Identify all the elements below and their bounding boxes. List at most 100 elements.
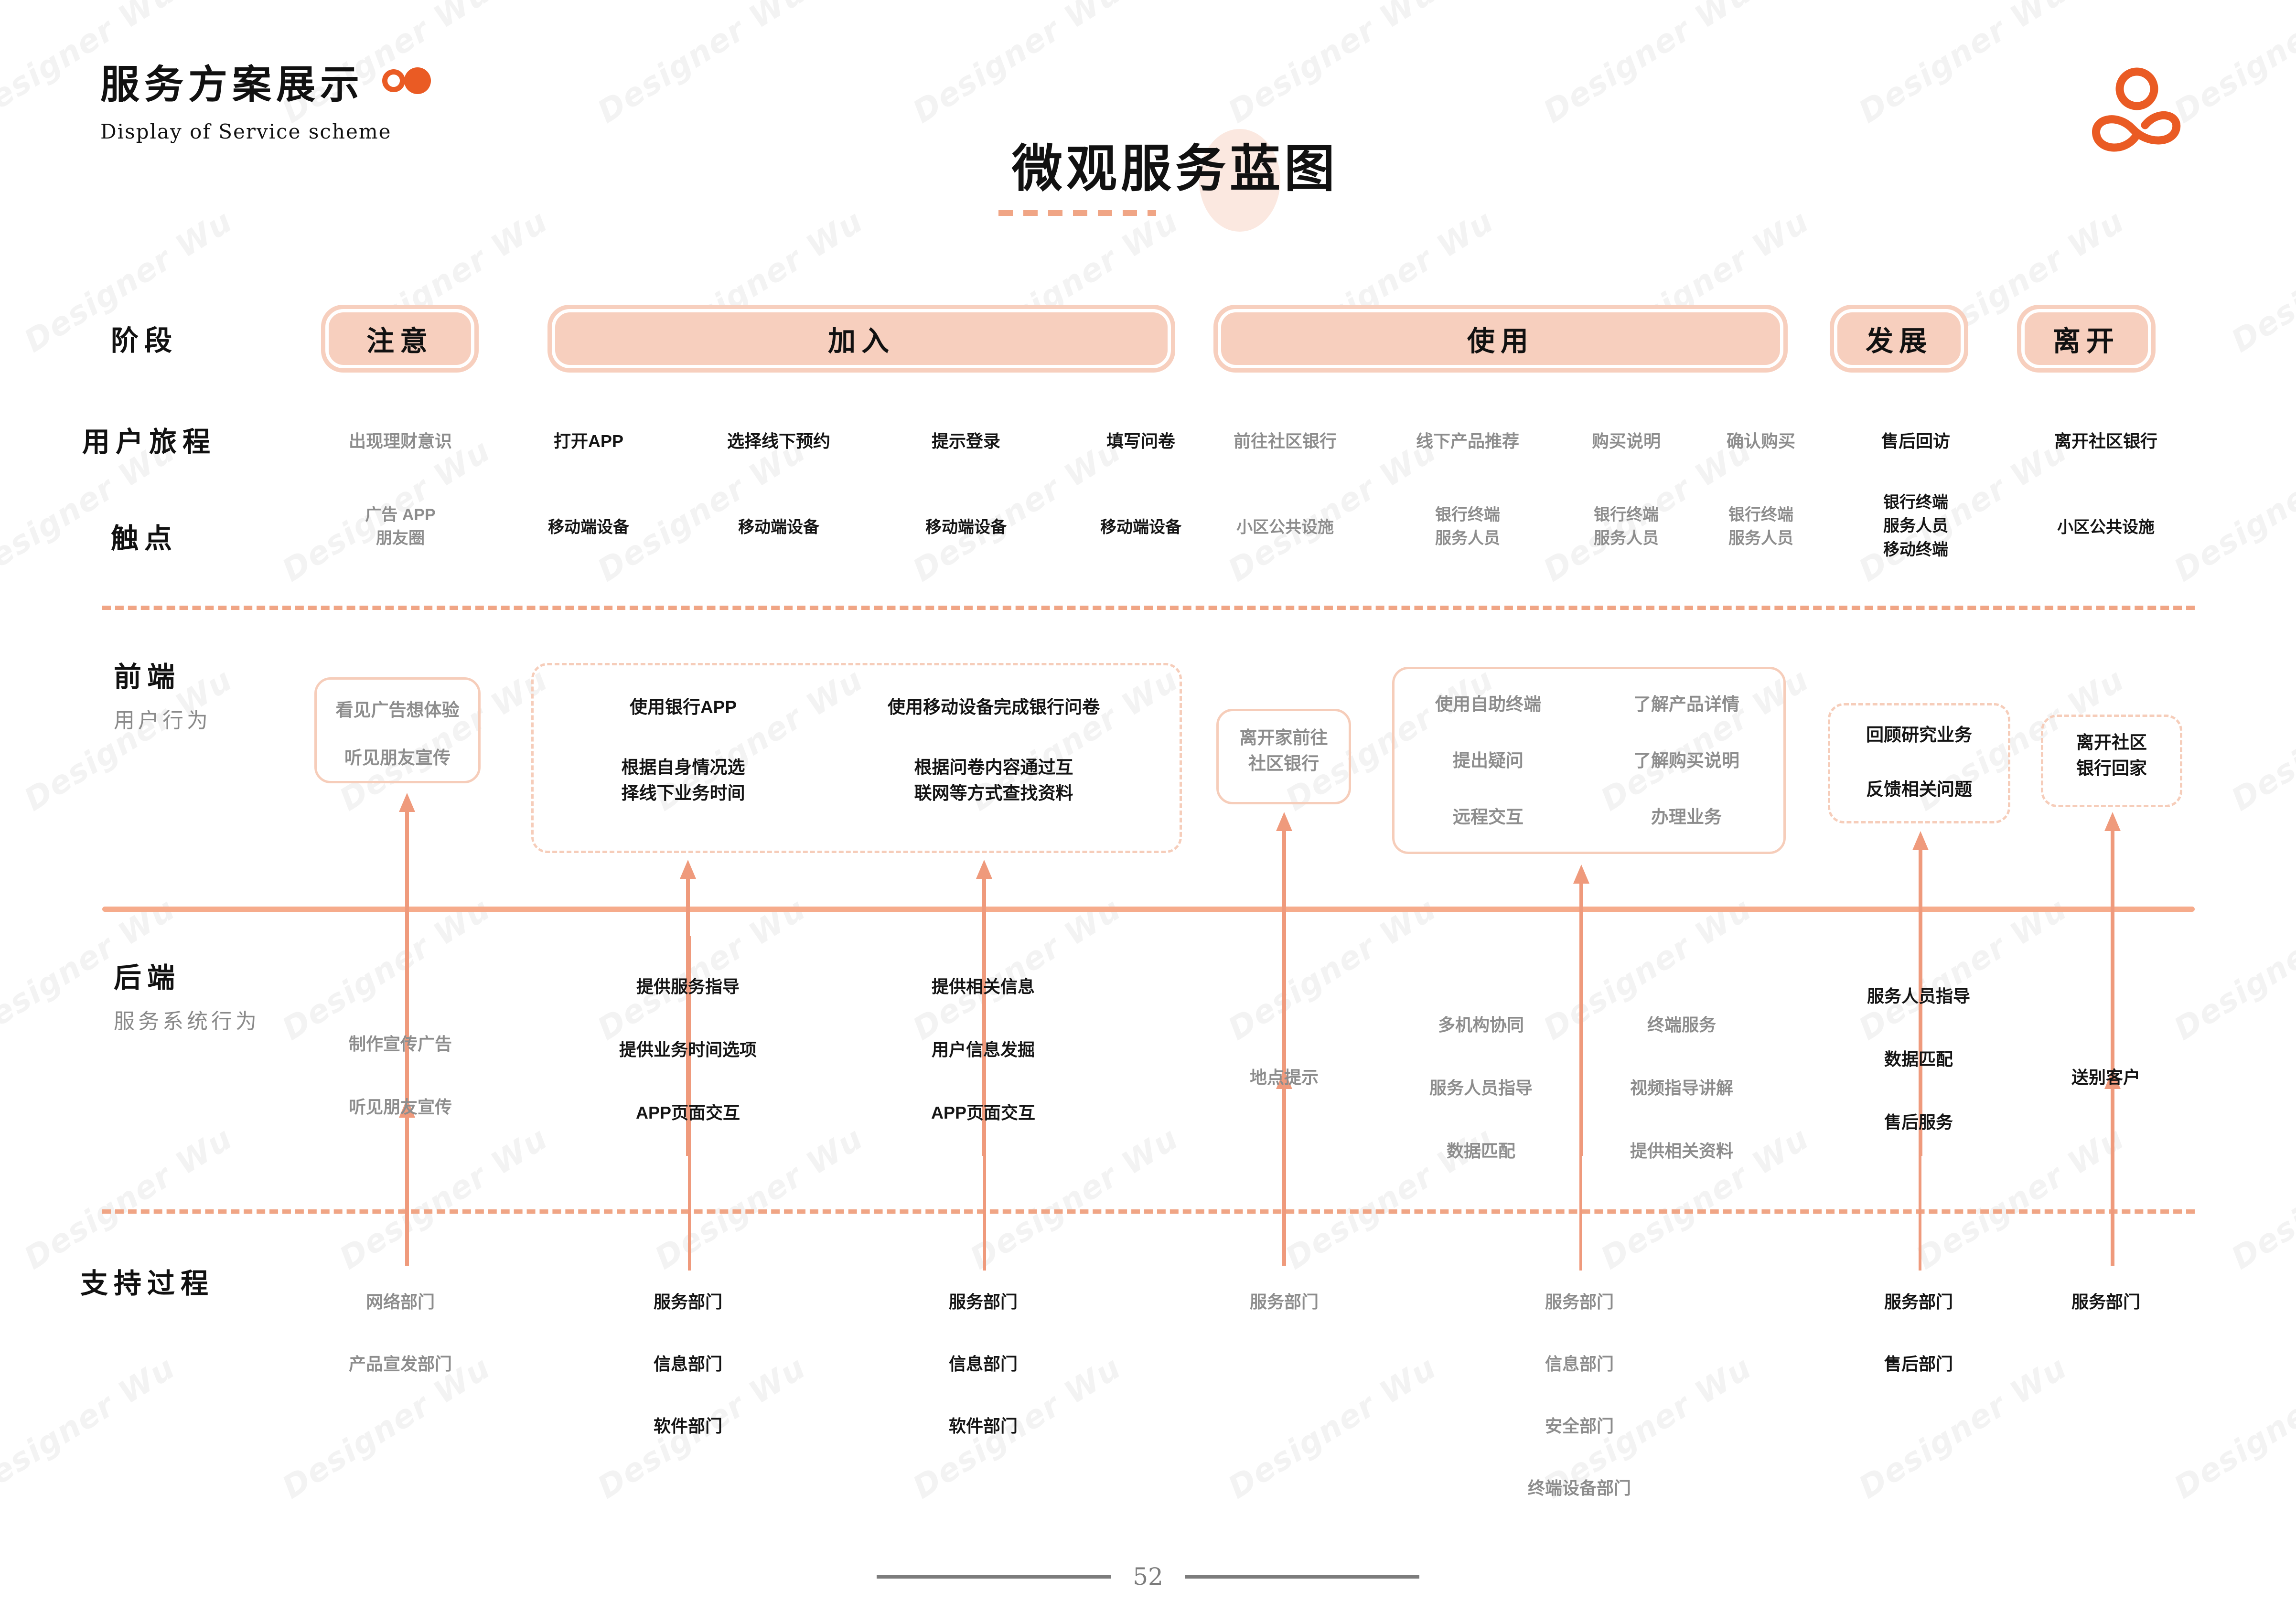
- backend-item-2-0[interactable]: 提供相关信息: [931, 977, 1035, 996]
- backend-item-5-0[interactable]: 终端服务: [1647, 1015, 1716, 1035]
- journey-item-4[interactable]: 填写问卷: [1106, 431, 1175, 451]
- watermark-text: Designer Wu: [2225, 661, 2296, 818]
- line-use: [1579, 941, 1582, 1271]
- journey-item-6[interactable]: 线下产品推荐: [1416, 431, 1519, 451]
- separator-interaction-line: [102, 606, 2195, 610]
- backend-item-4-0[interactable]: 多机构协同: [1438, 1015, 1524, 1035]
- header-block: 服务方案展示 Display of Service scheme: [100, 53, 444, 143]
- header-title-cn: 服务方案展示: [100, 53, 444, 109]
- backend-item-5-1[interactable]: 视频指导讲解: [1630, 1078, 1733, 1098]
- watermark-text: Designer Wu: [591, 432, 812, 589]
- backend-item-2-1[interactable]: 用户信息发掘: [931, 1040, 1035, 1059]
- row-label-support: 支持过程: [80, 1267, 215, 1300]
- support-item-4-3[interactable]: 终端设备部门: [1527, 1478, 1631, 1498]
- journey-item-7[interactable]: 购买说明: [1591, 431, 1661, 451]
- backend-item-1-2[interactable]: APP页面交互: [635, 1103, 740, 1122]
- journey-item-8[interactable]: 确认购买: [1726, 431, 1795, 451]
- support-item-2-0[interactable]: 服务部门: [948, 1292, 1018, 1312]
- row-label-frontend: 前端 用户行为: [114, 661, 211, 733]
- circle-infinity-logo: [2082, 62, 2192, 158]
- frontend-item-remote-interaction: 远程交互: [1453, 807, 1524, 827]
- frontend-item-review-business: 回顾研究业务: [1866, 725, 1972, 745]
- backend-item-0-1[interactable]: 听见朋友宣传: [348, 1097, 452, 1117]
- journey-item-10[interactable]: 离开社区银行: [2054, 431, 2157, 451]
- main-title-block: 微观服务蓝图: [984, 129, 1366, 232]
- backend-item-0-0[interactable]: 制作宣传广告: [348, 1034, 452, 1054]
- watermark-text: Designer Wu: [591, 0, 812, 130]
- support-item-4-0[interactable]: 服务部门: [1545, 1292, 1614, 1312]
- support-item-5-0[interactable]: 服务部门: [1884, 1292, 1953, 1312]
- touchpoint-item-7[interactable]: 银行终端服务人员: [1594, 506, 1659, 548]
- support-item-2-1[interactable]: 信息部门: [948, 1354, 1018, 1374]
- touchpoint-item-6[interactable]: 银行终端服务人员: [1435, 506, 1500, 548]
- row-label-stage: 阶段: [111, 324, 178, 357]
- support-item-1-0[interactable]: 服务部门: [653, 1292, 722, 1312]
- journey-item-1[interactable]: 打开APP: [553, 431, 624, 451]
- backend-item-2-2[interactable]: APP页面交互: [931, 1103, 1036, 1122]
- support-item-0-1[interactable]: 产品宣发部门: [348, 1354, 452, 1374]
- support-item-2-2[interactable]: 软件部门: [948, 1416, 1018, 1436]
- touchpoint-item-4[interactable]: 移动端设备: [1100, 518, 1181, 536]
- backend-item-5-2[interactable]: 提供相关资料: [1630, 1141, 1733, 1161]
- backend-item-1-0[interactable]: 提供服务指导: [636, 977, 740, 996]
- backend-item-3-0[interactable]: 地点提示: [1249, 1068, 1319, 1087]
- frontend-box-attention[interactable]: [314, 677, 481, 783]
- backend-item-4-2[interactable]: 数据匹配: [1446, 1141, 1515, 1161]
- support-item-5-1[interactable]: 售后部门: [1884, 1354, 1953, 1374]
- watermark-text: Designer Wu: [1222, 0, 1443, 130]
- frontend-item-search-info: 根据问卷内容通过互联网等方式查找资料: [914, 758, 1073, 803]
- page-number: 52: [1133, 1563, 1163, 1591]
- frontend-item-complete-questionnaire: 使用移动设备完成银行问卷: [888, 697, 1100, 717]
- frontend-box-develop[interactable]: [1828, 703, 2010, 823]
- separator-internal-line: [102, 1209, 2195, 1214]
- stage-pill-leave[interactable]: 离开: [2017, 305, 2156, 373]
- row-label-journey: 用户旅程: [82, 426, 216, 458]
- journey-item-5[interactable]: 前往社区银行: [1233, 431, 1337, 451]
- support-item-4-2[interactable]: 安全部门: [1545, 1416, 1614, 1436]
- separator-visibility-line: [102, 907, 2195, 912]
- row-label-touchpoint: 触点: [111, 522, 178, 555]
- support-item-1-2[interactable]: 软件部门: [653, 1416, 722, 1436]
- frontend-box-join[interactable]: [531, 663, 1182, 853]
- title-blob-decoration: [1199, 129, 1280, 232]
- line-join-1: [688, 936, 691, 1271]
- journey-item-2[interactable]: 选择线下预约: [727, 431, 830, 451]
- backend-item-1-1[interactable]: 提供业务时间选项: [619, 1040, 757, 1059]
- touchpoint-item-3[interactable]: 移动端设备: [925, 518, 1007, 536]
- backend-item-6-2[interactable]: 售后服务: [1884, 1112, 1953, 1132]
- support-item-1-1[interactable]: 信息部门: [653, 1354, 722, 1374]
- support-item-0-0[interactable]: 网络部门: [365, 1292, 435, 1312]
- journey-item-3[interactable]: 提示登录: [931, 431, 1000, 451]
- support-item-3-0[interactable]: 服务部门: [1249, 1292, 1319, 1312]
- support-item-4-1[interactable]: 信息部门: [1545, 1354, 1614, 1374]
- line-develop: [1919, 936, 1921, 1271]
- touchpoint-item-2[interactable]: 移动端设备: [738, 518, 819, 536]
- arrow-leave: [2103, 812, 2122, 1156]
- footer-rule-right: [1185, 1575, 1419, 1579]
- backend-item-7-0[interactable]: 送别客户: [2071, 1068, 2140, 1087]
- frontend-box-leave[interactable]: [2041, 715, 2182, 807]
- page-footer: 52: [0, 1563, 2296, 1591]
- touchpoint-item-9[interactable]: 银行终端服务人员移动终端: [1883, 493, 1948, 559]
- stage-pill-attention[interactable]: 注意: [321, 305, 479, 373]
- journey-item-0[interactable]: 出现理财意识: [348, 431, 452, 451]
- frontend-item-leave-bank-home: 离开社区银行回家: [2076, 733, 2147, 778]
- backend-item-4-1[interactable]: 服务人员指导: [1429, 1078, 1533, 1098]
- stage-pill-develop[interactable]: 发展: [1830, 305, 1968, 373]
- backend-item-6-1[interactable]: 数据匹配: [1884, 1049, 1953, 1069]
- stage-pill-use[interactable]: 使用: [1213, 305, 1788, 373]
- touchpoint-item-10[interactable]: 小区公共设施: [2057, 518, 2155, 536]
- support-item-6-0[interactable]: 服务部门: [2071, 1292, 2140, 1312]
- arrow-support-attention: [397, 1099, 417, 1266]
- backend-item-6-0[interactable]: 服务人员指导: [1867, 986, 1970, 1006]
- frontend-box-goto-bank[interactable]: [1216, 709, 1351, 804]
- footer-rule-left: [877, 1575, 1111, 1579]
- journey-item-9[interactable]: 售后回访: [1881, 431, 1950, 451]
- frontend-item-hear-friend: 听见朋友宣传: [344, 748, 451, 768]
- touchpoint-item-8[interactable]: 银行终端服务人员: [1728, 506, 1793, 548]
- touchpoint-item-1[interactable]: 移动端设备: [548, 518, 629, 536]
- stage-pill-join[interactable]: 加入: [547, 305, 1175, 373]
- frontend-box-use[interactable]: [1392, 667, 1786, 854]
- touchpoint-item-5[interactable]: 小区公共设施: [1236, 518, 1334, 536]
